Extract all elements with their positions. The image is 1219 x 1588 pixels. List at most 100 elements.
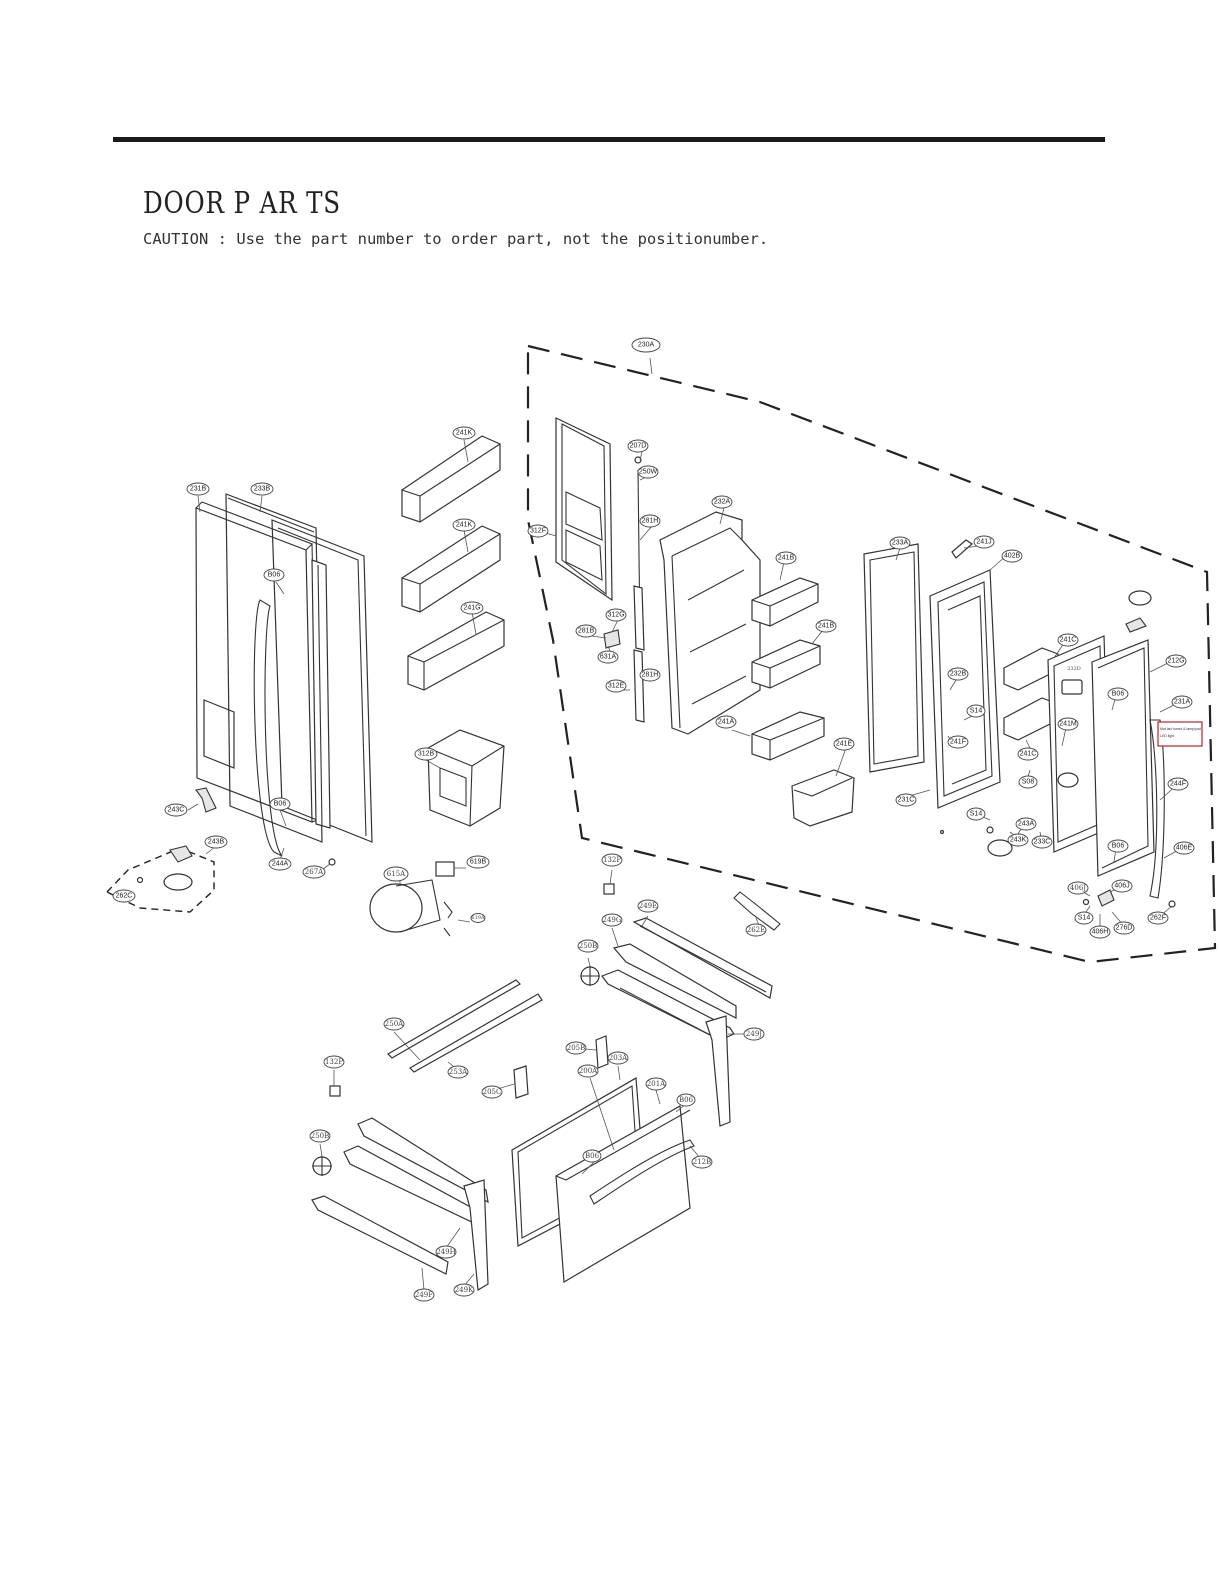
svg-text:231B: 231B [190, 486, 207, 493]
callout-406H: 406H [1089, 925, 1111, 939]
callout-249K: 249K [453, 1283, 475, 1297]
svg-text:B06: B06 [268, 572, 281, 579]
svg-text:241A: 241A [718, 719, 735, 726]
svg-text:B06: B06 [1112, 843, 1125, 850]
callout-241E: 241E [833, 737, 855, 751]
callout-406J-1: 406J [1067, 881, 1089, 895]
door-bins-left [401, 435, 505, 691]
svg-text:241K: 241K [456, 522, 473, 529]
svg-text:249F: 249F [415, 1291, 433, 1299]
svg-text:244F: 244F [1170, 781, 1186, 788]
top-rule [113, 137, 1105, 142]
callout-241B-1: 241B [775, 551, 797, 565]
svg-text:203A: 203A [609, 1054, 628, 1062]
callout-241M: 241M [1057, 717, 1079, 731]
callout-B06-2: B06 [269, 797, 291, 811]
left-small-parts [136, 787, 336, 891]
callout-212B: 212B [691, 1155, 713, 1169]
svg-text:281H: 281H [642, 518, 659, 525]
svg-text:241C: 241C [1020, 751, 1037, 758]
callout-249H: 249H [435, 1245, 457, 1259]
door-liner-parts [555, 417, 1176, 908]
svg-text:615A: 615A [387, 870, 406, 878]
svg-text:B06: B06 [585, 1152, 600, 1160]
dispenser-parts [369, 729, 505, 937]
callout-406J-2: 406J [1111, 879, 1133, 893]
svg-text:B06: B06 [274, 801, 287, 808]
callout-615A: 615A [383, 866, 409, 882]
svg-text:231C: 231C [898, 797, 915, 804]
callout-233B: 233B [250, 482, 274, 496]
callout-250W: 250W [637, 465, 659, 479]
callout-S14-1: S14 [966, 704, 986, 718]
svg-text:244A: 244A [272, 861, 289, 868]
svg-text:243C: 243C [168, 807, 185, 814]
svg-text:241K: 241K [456, 430, 473, 437]
svg-text:253A: 253A [449, 1068, 468, 1076]
note-line-1: Mat lab/ toned & lamp/pad [1160, 727, 1201, 731]
svg-text:241B: 241B [778, 555, 795, 562]
svg-text:132P: 132P [325, 1058, 343, 1066]
callout-231C: 231C [895, 793, 917, 807]
callout-312B: 312B [414, 747, 438, 761]
svg-text:200A: 200A [579, 1067, 598, 1075]
svg-text:406E: 406E [1176, 845, 1193, 852]
callout-250B-1: 250B [577, 939, 599, 953]
callout-241K-2: 241K [452, 518, 476, 532]
svg-text:B06: B06 [1112, 691, 1125, 698]
callout-243A: 243A [1015, 817, 1037, 831]
svg-text:241J: 241J [976, 539, 991, 546]
svg-text:250A: 250A [385, 1020, 404, 1028]
callout-241B-2: 241B [815, 619, 837, 633]
callout-B06-4: B06 [1107, 839, 1129, 853]
callout-241F: 241F [947, 735, 969, 749]
callout-232A: 232A [711, 495, 733, 509]
svg-text:233B: 233B [254, 486, 271, 493]
callout-200A: 200A [577, 1064, 599, 1078]
callout-276D: 276D [1113, 921, 1135, 935]
svg-text:207D: 207D [630, 443, 647, 450]
svg-text:232D: 232D [1067, 666, 1081, 672]
callout-B06-1: B06 [263, 568, 285, 582]
svg-text:312G: 312G [607, 612, 624, 619]
svg-text:619A: 619A [471, 915, 485, 921]
svg-text:312E: 312E [608, 683, 625, 690]
svg-text:250B: 250B [311, 1132, 330, 1140]
svg-text:205C: 205C [483, 1088, 502, 1096]
svg-text:631A: 631A [600, 654, 617, 661]
callout-631A: 631A [597, 650, 619, 664]
callout-212G: 212G [1165, 654, 1187, 668]
callout-267A: 267A [302, 865, 326, 879]
assembly-230A-boundary [526, 344, 1217, 964]
callout-241C-1: 241C [1057, 633, 1079, 647]
svg-text:S14: S14 [1078, 915, 1091, 922]
callout-233C: 233C [1031, 835, 1053, 849]
caution-text: CAUTION : Use the part number to order p… [143, 230, 769, 248]
callout-312F: 312F [527, 524, 549, 538]
callout-241G: 241G [460, 601, 484, 615]
callout-205C: 205C [481, 1085, 503, 1099]
callout-B06-6: B06 [582, 1149, 602, 1163]
svg-text:241E: 241E [836, 741, 853, 748]
svg-text:249E: 249E [639, 902, 657, 910]
callout-B06-3: B06 [1107, 687, 1129, 701]
svg-text:232A: 232A [714, 499, 731, 506]
svg-text:241M: 241M [1059, 721, 1077, 728]
callout-281B: 281B [575, 624, 597, 638]
callout-241A: 241A [715, 715, 737, 729]
svg-text:312B: 312B [418, 751, 435, 758]
callout-249E: 249E [637, 899, 659, 913]
svg-text:249K: 249K [455, 1286, 474, 1294]
svg-text:276D: 276D [1116, 925, 1133, 932]
callout-281H-2: 281H [639, 668, 661, 682]
svg-text:241G: 241G [463, 605, 480, 612]
drawer-assembly [311, 883, 781, 1292]
left-door-group [195, 493, 373, 857]
svg-text:406J: 406J [1114, 883, 1129, 890]
svg-text:212G: 212G [1167, 658, 1184, 665]
callout-205B: 205B [565, 1041, 587, 1055]
svg-text:406H: 406H [1092, 929, 1109, 936]
callout-232B: 232B [947, 667, 969, 681]
svg-text:S14: S14 [970, 708, 983, 715]
